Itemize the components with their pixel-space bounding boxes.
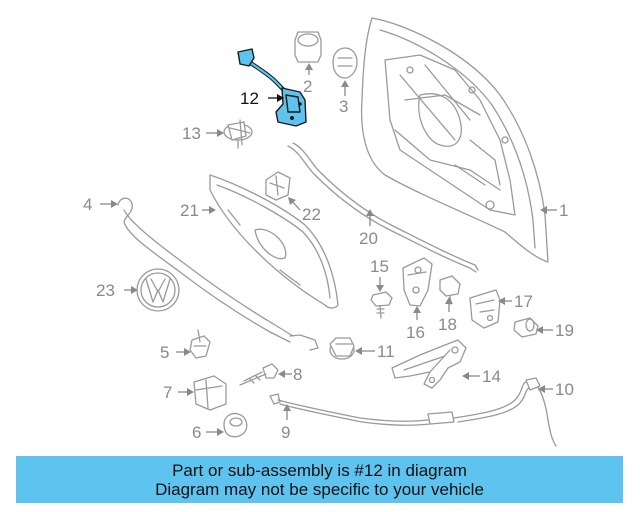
callout-18: 18 xyxy=(438,315,457,334)
screw-13 xyxy=(223,119,253,149)
callout-1: 1 xyxy=(559,201,568,220)
callout-17: 17 xyxy=(514,292,533,311)
callout-12: 12 xyxy=(240,89,259,108)
grommet-6 xyxy=(223,412,248,438)
cable-10 xyxy=(453,377,557,447)
hinge-14 xyxy=(391,339,467,389)
callout-20: 20 xyxy=(359,229,378,248)
banner-line-2: Diagram may not be specific to your vehi… xyxy=(155,480,484,499)
callout-labels: 1 2 3 4 5 6 7 8 9 10 11 12 13 14 15 16 1… xyxy=(83,77,574,442)
hood-panel xyxy=(360,17,549,263)
callout-11: 11 xyxy=(377,342,395,361)
callout-14: 14 xyxy=(482,367,501,386)
callout-6: 6 xyxy=(192,423,201,442)
cable-9 xyxy=(269,393,455,426)
emblem-23 xyxy=(136,268,180,312)
hinge-16 xyxy=(402,257,433,307)
clip-5 xyxy=(189,329,211,359)
screw-8 xyxy=(239,363,279,386)
hood-release-bracket-12 xyxy=(237,48,307,127)
callout-16: 16 xyxy=(406,323,425,342)
callout-3: 3 xyxy=(339,97,348,116)
callout-2: 2 xyxy=(303,77,312,96)
callout-9: 9 xyxy=(281,423,290,442)
grommet-19 xyxy=(513,317,539,338)
leader-lines xyxy=(100,63,557,436)
callout-22: 22 xyxy=(302,205,321,224)
callout-23: 23 xyxy=(96,281,115,300)
clip-22 xyxy=(265,171,291,201)
seal-strip-20 xyxy=(287,142,479,273)
callout-8: 8 xyxy=(293,365,302,384)
info-banner: Part or sub-assembly is #12 in diagram D… xyxy=(16,456,623,503)
callout-19: 19 xyxy=(555,321,574,340)
banner-line-1: Part or sub-assembly is #12 in diagram xyxy=(172,461,467,480)
parts-diagram: 1 2 3 4 5 6 7 8 9 10 11 12 13 14 15 16 1… xyxy=(83,17,574,447)
latch-17 xyxy=(469,289,501,329)
callout-5: 5 xyxy=(160,343,169,362)
latch-block-7 xyxy=(193,375,227,411)
release-cable-4 xyxy=(117,197,319,351)
callout-7: 7 xyxy=(163,383,172,402)
callout-15: 15 xyxy=(370,257,389,276)
bolt-15 xyxy=(370,291,393,319)
insulation-pad-21 xyxy=(209,174,339,309)
bumper-3 xyxy=(332,47,358,79)
rubber-stop-11 xyxy=(329,337,355,360)
callout-21: 21 xyxy=(180,201,199,220)
callout-10: 10 xyxy=(555,380,574,399)
callout-4: 4 xyxy=(83,195,92,214)
rubber-bumper-2 xyxy=(294,31,322,63)
callout-13: 13 xyxy=(182,124,201,143)
